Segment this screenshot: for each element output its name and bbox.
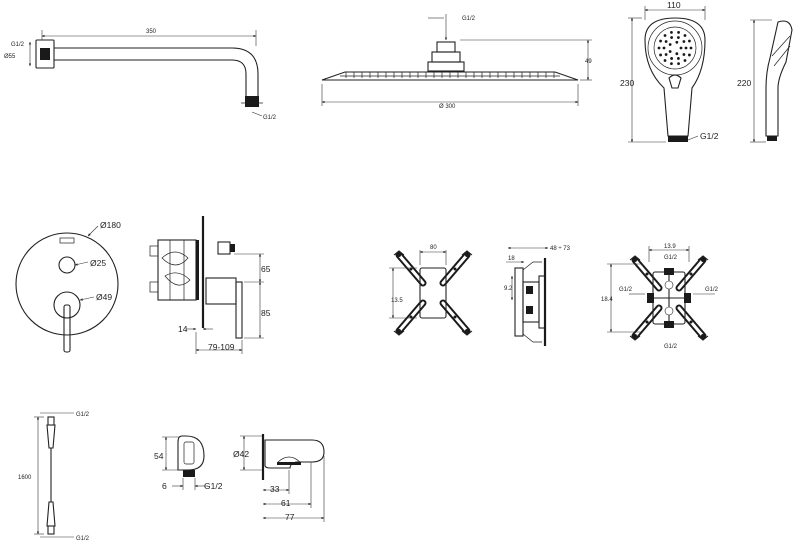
box-front-width-label: 80 [430,245,437,251]
hand-shower-side-drawing: 220 [737,19,793,143]
mixer-lower-label: 85 [261,308,271,318]
hand-front-height-label: 230 [620,78,634,88]
mixer-front-drawing: Ø180 Ø25 Ø49 [15,220,121,353]
hand-shower-front-drawing: 110 230 G1/2 [620,0,719,143]
box-front-height-label: 13.5 [391,298,403,304]
box-back-thread-bottom-label: G1/2 [664,344,678,350]
mixer-side-drawing: 65 85 14 79-109 [149,216,271,354]
hand-side-height-label: 220 [737,78,751,88]
holder-b-label: 61 [281,498,291,508]
hose-thread-bottom-label: G1/2 [76,536,90,542]
hose-thread-top-label: G1/2 [76,412,90,418]
box-side-depth-label: 48 ÷ 73 [550,246,571,252]
outlet-depth-label: 6 [162,481,167,491]
mounting-box-side-drawing: 48 ÷ 73 18 9.2 [504,246,571,346]
box-back-thread-right-label: G1/2 [705,287,719,293]
mounting-box-back-drawing: 13.9 G1/2 18.4 G1/2 G1/2 G1/2 [601,244,719,350]
head-thread-label: G1/2 [462,16,476,22]
plate-diameter-label: Ø180 [100,220,121,230]
box-back-thread-left-label: G1/2 [619,287,633,293]
box-back-thread-top-label: G1/2 [664,255,678,261]
head-shower-drawing: G1/2 49 Ø 300 [321,14,592,110]
holder-c-label: 77 [285,512,295,522]
shower-holder-drawing: Ø42 33 61 77 [233,434,325,522]
mounting-box-front-drawing: 80 13.5 [389,245,473,336]
hose-length-label: 1600 [18,475,32,481]
head-diameter-label: Ø 300 [439,104,456,110]
wall-outlet-drawing: 54 6 G1/2 [154,435,223,491]
box-side-top-label: 18 [508,256,515,262]
mixer-upper-label: 65 [261,264,271,274]
box-back-width-label: 13.9 [664,244,676,250]
hand-front-thread-label: G1/2 [700,131,719,141]
outlet-thread-label: G1/2 [204,481,223,491]
holder-a-label: 33 [270,484,280,494]
handle-diameter-label: Ø49 [96,292,112,302]
arm-diameter-label: Ø55 [4,54,16,60]
arm-thread-end-label: G1/2 [263,115,277,121]
holder-diameter-label: Ø42 [233,449,249,459]
mixer-depth-label: 79-109 [208,342,235,352]
shower-arm-drawing: 350 G1/2 Ø55 G1/2 [4,29,277,121]
hand-front-width-label: 110 [667,0,681,10]
head-height-label: 49 [585,59,592,65]
mixer-wall-label: 14 [178,324,188,334]
box-side-middle-label: 9.2 [504,286,513,292]
outlet-height-label: 54 [154,451,164,461]
hose-drawing: 1600 G1/2 G1/2 [18,412,90,542]
diverter-diameter-label: Ø25 [90,258,106,268]
box-back-height-label: 18.4 [601,297,613,303]
arm-length-label: 350 [146,29,157,35]
arm-thread-top-label: G1/2 [11,42,25,48]
